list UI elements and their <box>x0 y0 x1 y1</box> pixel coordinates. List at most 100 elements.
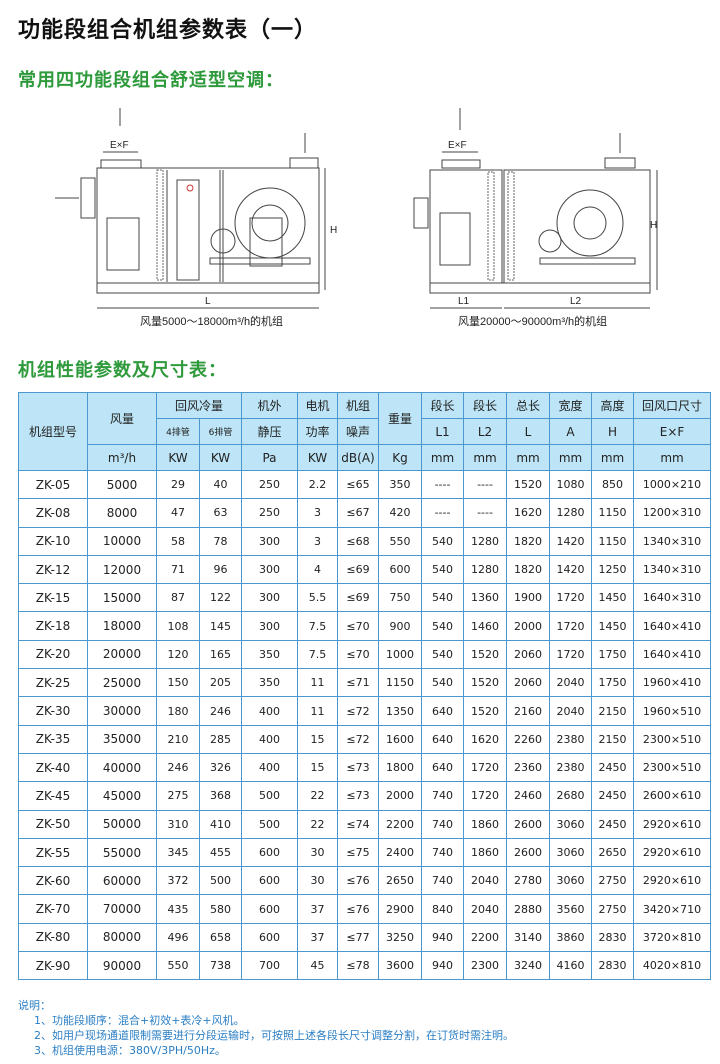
value-cell: 326 <box>198 752 243 783</box>
section-title-table: 机组性能参数及尺寸表： <box>18 360 227 381</box>
value-cell: 1340×310 <box>633 526 712 556</box>
value-cell: ≤73 <box>337 781 380 811</box>
model-cell: ZK-20 <box>18 639 88 670</box>
value-cell: 1520 <box>463 696 508 726</box>
value-cell: 2600×610 <box>633 781 712 811</box>
value-cell: 600 <box>241 894 299 924</box>
unit-cell: mm <box>633 444 712 471</box>
header-l1: 段长 <box>421 392 465 419</box>
value-cell: ≤76 <box>337 866 380 896</box>
value-cell: 372 <box>156 866 200 896</box>
value-cell: ≤73 <box>337 752 380 783</box>
value-cell: 45000 <box>87 781 157 811</box>
value-cell: 1150 <box>378 668 423 698</box>
value-cell: 5000 <box>87 469 157 500</box>
value-cell: 47 <box>156 498 200 528</box>
value-cell: 2400 <box>378 837 423 868</box>
parameter-table: 机组型号 风量 回风冷量 机外 电机 机组 重量 段长 段长 总长 宽度 高度 … <box>18 392 712 981</box>
value-cell: 1360 <box>463 583 508 613</box>
value-cell: 4020×810 <box>633 951 712 981</box>
value-cell: 3060 <box>549 809 593 839</box>
value-cell: 1080 <box>549 469 593 500</box>
value-cell: 2920×610 <box>633 809 712 839</box>
value-cell: 550 <box>378 526 423 556</box>
value-cell: 37 <box>297 922 339 953</box>
value-cell: 1720 <box>549 611 593 641</box>
value-cell: 1520 <box>506 469 551 500</box>
value-cell: 2650 <box>591 837 635 868</box>
model-cell: ZK-40 <box>18 752 88 783</box>
value-cell: 30000 <box>87 696 157 726</box>
diagram-caption: 风量5000～18000m³/h的机组 <box>140 314 283 328</box>
value-cell: 2780 <box>506 866 551 896</box>
value-cell: 250 <box>241 498 299 528</box>
value-cell: 1280 <box>463 554 508 585</box>
value-cell: 15000 <box>87 583 157 613</box>
value-cell: 37 <box>297 894 339 924</box>
value-cell: 350 <box>378 469 423 500</box>
value-cell: 2830 <box>591 922 635 953</box>
value-cell: 3140 <box>506 922 551 953</box>
value-cell: 350 <box>241 639 299 670</box>
value-cell: 55000 <box>87 837 157 868</box>
value-cell: 1750 <box>591 639 635 670</box>
value-cell: 2650 <box>378 866 423 896</box>
value-cell: 580 <box>198 894 243 924</box>
value-cell: 29 <box>156 469 200 500</box>
value-cell: 2060 <box>506 668 551 698</box>
note-item: 1、功能段顺序：混合+初效+表冷+风机。 <box>34 1014 245 1027</box>
value-cell: 500 <box>241 781 299 811</box>
value-cell: 96 <box>198 554 243 585</box>
unit-cell: mm <box>463 444 508 471</box>
value-cell: 2200 <box>378 809 423 839</box>
value-cell: ≤75 <box>337 837 380 868</box>
value-cell: 150 <box>156 668 200 698</box>
value-cell: 2830 <box>591 951 635 981</box>
value-cell: 2900 <box>378 894 423 924</box>
value-cell: 2450 <box>591 781 635 811</box>
value-cell: 1520 <box>463 668 508 698</box>
header-a-code: A <box>549 418 593 445</box>
value-cell: 420 <box>378 498 423 528</box>
value-cell: ≤77 <box>337 922 380 953</box>
page-title: 功能段组合机组参数表（一） <box>18 18 318 43</box>
model-cell: ZK-05 <box>18 469 88 500</box>
header-l1-code: L1 <box>421 418 465 445</box>
value-cell: 640 <box>421 724 465 754</box>
value-cell: 350 <box>241 668 299 698</box>
value-cell: 1860 <box>463 837 508 868</box>
value-cell: 45 <box>297 951 339 981</box>
value-cell: 550 <box>156 951 200 981</box>
value-cell: 205 <box>198 668 243 698</box>
value-cell: ≤70 <box>337 611 380 641</box>
value-cell: 1250 <box>591 554 635 585</box>
value-cell: 30 <box>297 866 339 896</box>
value-cell: 1420 <box>549 526 593 556</box>
value-cell: 1200×310 <box>633 498 712 528</box>
header-h: 高度 <box>591 392 635 419</box>
unit-cell: Pa <box>241 444 299 471</box>
header-noise: 机组 <box>337 392 380 419</box>
value-cell: 246 <box>198 696 243 726</box>
unit-cell: m³/h <box>87 444 157 471</box>
notes: 说明： 1、功能段顺序：混合+初效+表冷+风机。 2、如用户现场通道限制需要进行… <box>18 998 514 1058</box>
value-cell: 1450 <box>591 583 635 613</box>
value-cell: 50000 <box>87 809 157 839</box>
unit-cell: Kg <box>378 444 423 471</box>
value-cell: 275 <box>156 781 200 811</box>
value-cell: 2040 <box>463 866 508 896</box>
value-cell: 2300×510 <box>633 724 712 754</box>
value-cell: 15 <box>297 752 339 783</box>
value-cell: 740 <box>421 837 465 868</box>
value-cell: 1340×310 <box>633 554 712 585</box>
value-cell: 25000 <box>87 668 157 698</box>
model-cell: ZK-80 <box>18 922 88 953</box>
value-cell: 3600 <box>378 951 423 981</box>
ef-label: E×F <box>448 140 467 151</box>
value-cell: 11 <box>297 696 339 726</box>
header-airflow: 风量 <box>87 392 157 445</box>
l1-label: L1 <box>458 296 470 307</box>
value-cell: 80000 <box>87 922 157 953</box>
